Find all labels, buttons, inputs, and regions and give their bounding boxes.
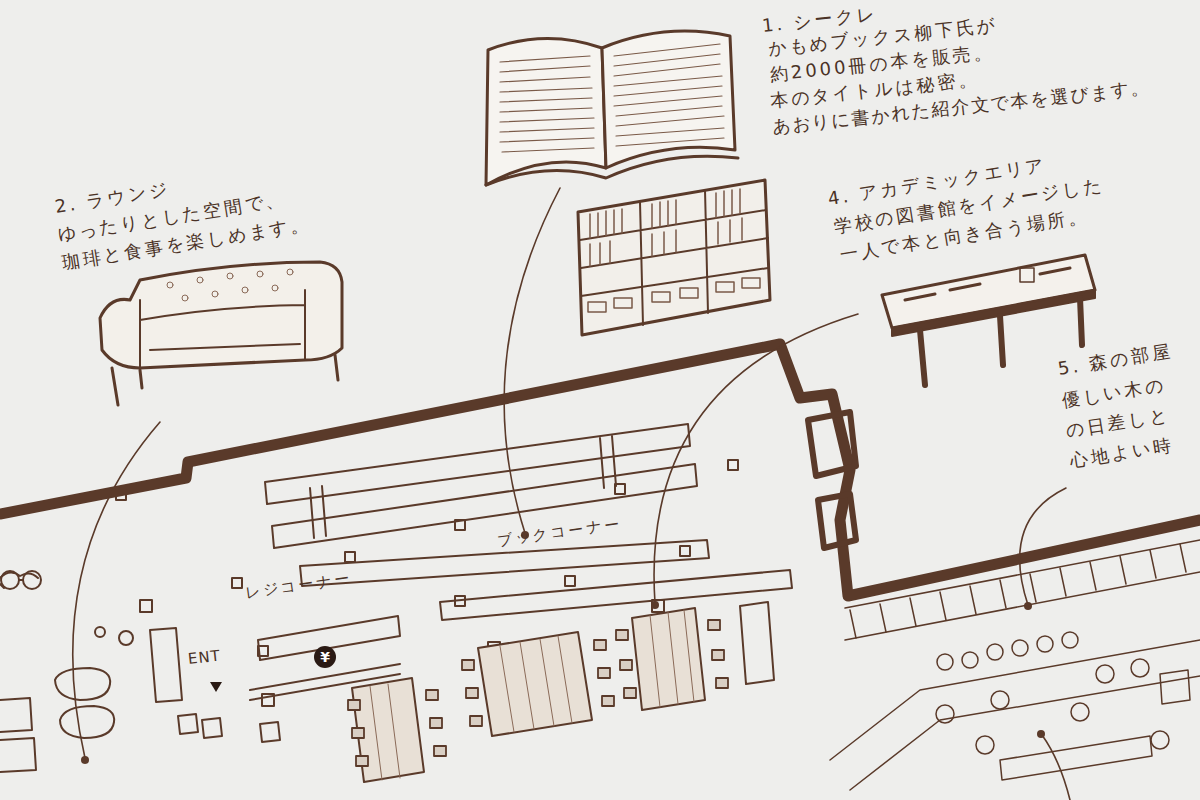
entrance-label: ENT bbox=[187, 647, 222, 668]
register-symbol: ¥ bbox=[314, 646, 336, 668]
callout-text: 心地よい時 bbox=[1068, 434, 1175, 472]
callout-heading: 5. 森の部屋 bbox=[1056, 340, 1174, 379]
area-label: ブックコーナー bbox=[496, 515, 623, 550]
area-label: レジコーナー bbox=[244, 569, 353, 602]
